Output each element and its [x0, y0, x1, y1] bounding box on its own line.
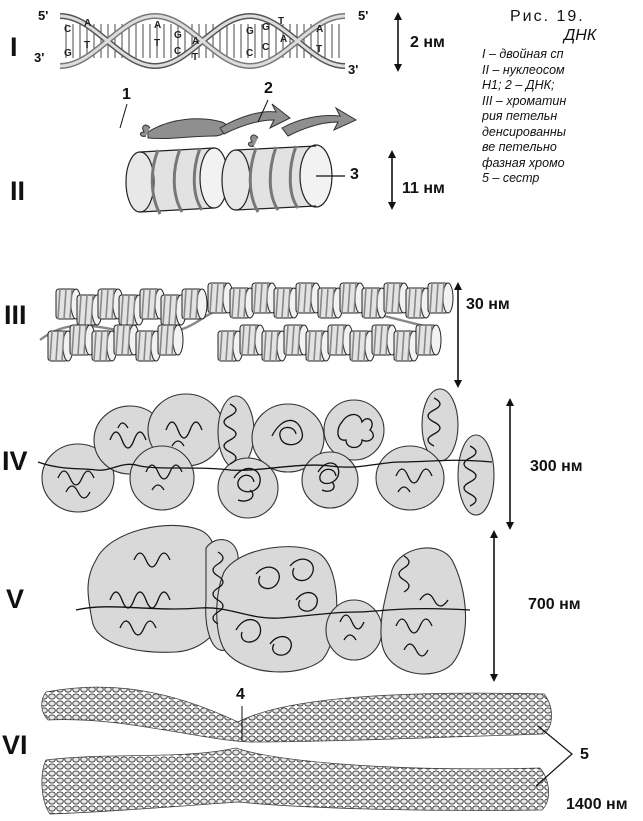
callout-number: 3	[350, 166, 359, 184]
nucleosome-coil	[328, 325, 353, 355]
level-label: VI	[2, 730, 28, 761]
scale-label: 11 нм	[402, 180, 445, 198]
scale-label: 1400 нм	[566, 796, 628, 814]
dna-double-helix	[60, 16, 345, 66]
condensed-section-700nm	[88, 525, 466, 674]
callout-line-1	[120, 104, 127, 128]
callout-number: 1	[122, 86, 131, 104]
nucleosome-coil	[92, 331, 117, 361]
base-letter: C	[262, 42, 269, 53]
caption-line: ве петельно	[482, 140, 643, 156]
nucleosome-coil	[136, 331, 161, 361]
base-letter: G	[246, 26, 254, 37]
nucleosome-coil	[318, 288, 343, 318]
base-letter: T	[316, 44, 322, 55]
base-letter: G	[174, 30, 182, 41]
base-letter: T	[84, 40, 90, 51]
nucleosome-coil	[262, 331, 287, 361]
nucleosome-coil	[158, 325, 183, 355]
level-label: II	[10, 176, 25, 207]
callout-number: 5	[580, 746, 589, 764]
base-letter: T	[154, 38, 160, 49]
nucleosome-coil	[406, 288, 431, 318]
nucleosome-coil	[230, 288, 255, 318]
nucleosome-coil	[340, 283, 365, 313]
strand-end: 3'	[34, 50, 44, 65]
base-letter: C	[174, 46, 181, 57]
nucleosome-pair	[126, 145, 345, 214]
nucleosome-coil	[240, 325, 265, 355]
looped-domains-300nm	[42, 389, 494, 518]
nucleosome-coil	[306, 331, 331, 361]
strand-end: 5'	[38, 8, 48, 23]
base-letter: A	[154, 20, 161, 31]
strand-end: 3'	[348, 62, 358, 77]
base-letter: T	[192, 52, 198, 63]
base-letter: A	[280, 34, 287, 45]
caption-line: I – двойная сп	[482, 47, 643, 63]
histone-h1-arrows	[140, 104, 356, 146]
base-letter: A	[316, 24, 323, 35]
scale-label: 2 нм	[410, 34, 445, 52]
base-letter: A	[84, 18, 91, 29]
scale-label: 30 нм	[466, 296, 510, 314]
chromatin-fiber-30nm	[40, 283, 453, 361]
caption-line: 5 – сестр	[482, 171, 643, 187]
caption-subtitle: ДНК	[564, 27, 643, 45]
nucleosome-coil	[428, 283, 453, 313]
caption-line: денсированны	[482, 125, 643, 141]
base-letter: G	[262, 22, 270, 33]
nucleosome-coil	[252, 283, 277, 313]
caption-line: Н1; 2 – ДНК;	[482, 78, 643, 94]
base-letter: C	[246, 48, 253, 59]
base-letter: G	[64, 48, 72, 59]
nucleosome-coil	[284, 325, 309, 355]
nucleosome-coil	[114, 325, 139, 355]
nucleosome-coil	[350, 331, 375, 361]
nucleosome-coil	[384, 283, 409, 313]
nucleosome-coil	[182, 289, 207, 319]
caption-line: рия петельн	[482, 109, 643, 125]
nucleosome-coil	[274, 288, 299, 318]
caption-title: Рис. 19.	[510, 8, 643, 26]
callout-number: 4	[236, 686, 245, 704]
nucleosome-coil	[208, 283, 233, 313]
level-label: V	[6, 584, 24, 615]
nucleosome-coil	[362, 288, 387, 318]
nucleosome-coil	[218, 331, 243, 361]
base-letter: C	[64, 24, 71, 35]
nucleosome-coil	[48, 331, 73, 361]
scale-label: 300 нм	[530, 458, 583, 476]
nucleosome-coil	[296, 283, 321, 313]
caption-line: II – нуклеосом	[482, 63, 643, 79]
nucleosome-coil	[416, 325, 441, 355]
strand-end: 5'	[358, 8, 368, 23]
metaphase-chromosome	[42, 687, 552, 814]
level-label: IV	[2, 446, 28, 477]
scale-label: 700 нм	[528, 596, 581, 614]
caption-line: III – хроматин	[482, 94, 643, 110]
caption-line: фазная хромо	[482, 156, 643, 172]
base-letter: A	[192, 36, 199, 47]
nucleosome-coil	[70, 325, 95, 355]
nucleosome-coil	[394, 331, 419, 361]
level-label: III	[4, 300, 27, 331]
nucleosome-coil	[372, 325, 397, 355]
base-letter: T	[278, 16, 284, 27]
level-label: I	[10, 32, 18, 63]
callout-number: 2	[264, 80, 273, 98]
